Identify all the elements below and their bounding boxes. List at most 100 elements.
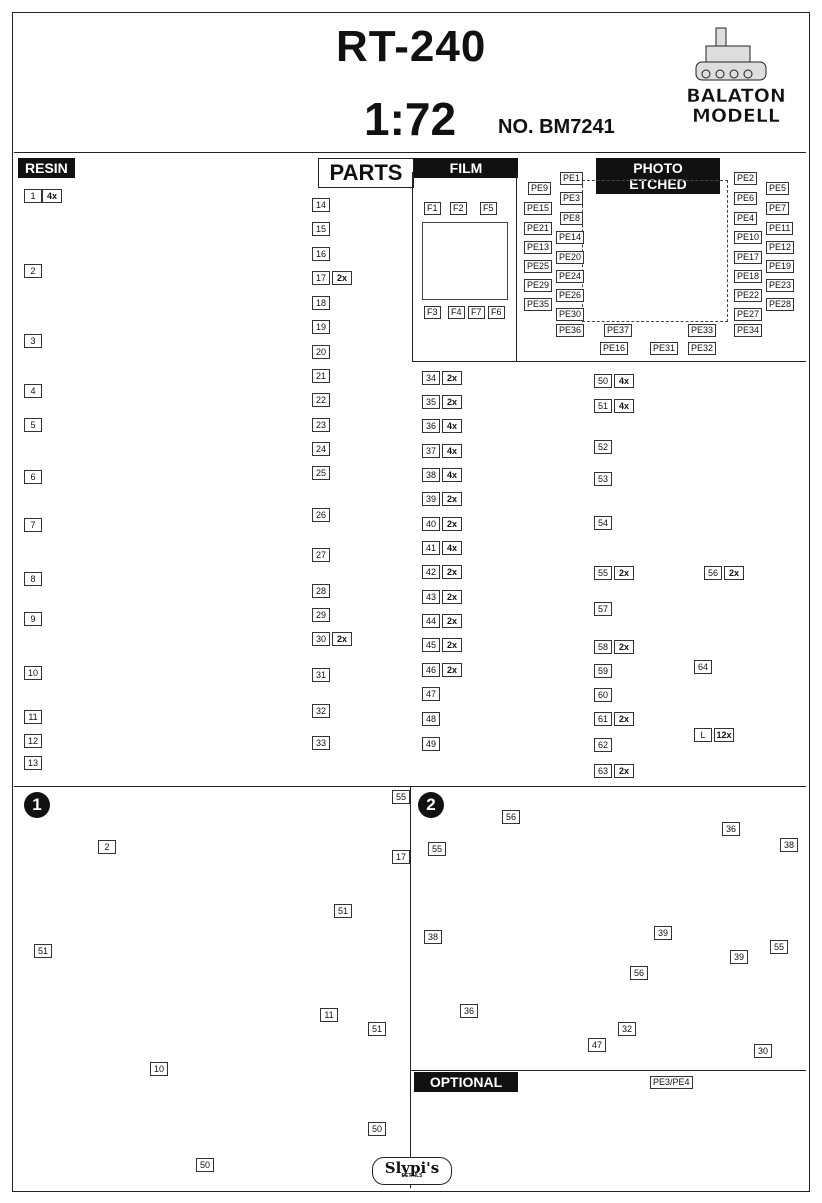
part-number-16: 16: [312, 247, 330, 261]
film-piece: [479, 273, 503, 293]
part-number-61: 61: [594, 712, 612, 726]
step1-callout-11: 11: [320, 1008, 338, 1022]
pe-pe6: PE6: [734, 192, 758, 205]
pe-pe28: PE28: [766, 298, 795, 311]
pe-pe12: PE12: [766, 241, 795, 254]
part-number-52: 52: [594, 440, 612, 454]
part-qty-55: 2x: [614, 566, 634, 580]
film-piece: [429, 231, 449, 257]
pe-pe2: PE2: [734, 172, 758, 185]
part-number-L: L: [694, 728, 712, 742]
part-number-50: 50: [594, 374, 612, 388]
film-f7: F7: [468, 306, 485, 319]
part-qty-30: 2x: [332, 632, 352, 646]
resin-heading: RESIN: [18, 158, 75, 178]
part-qty-61: 2x: [614, 712, 634, 726]
part-number-54: 54: [594, 516, 612, 530]
part-number-56: 56: [704, 566, 722, 580]
part-number-43: 43: [422, 590, 440, 604]
brand-name: BALATON MODELL: [686, 85, 786, 127]
pe-pe34: PE34: [734, 324, 763, 337]
part-number-20: 20: [312, 345, 330, 359]
film-piece: [479, 249, 503, 273]
pe-pe11: PE11: [766, 222, 794, 235]
film-piece: [455, 265, 479, 293]
product-number: NO. BM7241: [498, 116, 615, 138]
part-number-9: 9: [24, 612, 42, 626]
step-1-marker: 1: [24, 792, 50, 818]
film-f5: F5: [480, 202, 497, 215]
step2-callout-55: 55: [428, 842, 446, 856]
step1-callout-50: 50: [196, 1158, 214, 1172]
step1-callout-51: 51: [368, 1022, 386, 1036]
film-heading: FILM: [414, 158, 518, 178]
pe-pe14: PE14: [556, 231, 585, 244]
part-number-42: 42: [422, 565, 440, 579]
part-qty-44: 2x: [442, 614, 462, 628]
part-qty-1: 4x: [42, 189, 62, 203]
film-f4: F4: [448, 306, 465, 319]
part-number-49: 49: [422, 737, 440, 751]
step2-callout-39: 39: [730, 950, 748, 964]
part-qty-50: 4x: [614, 374, 634, 388]
pe-pe37: PE37: [604, 324, 633, 337]
part-number-31: 31: [312, 668, 330, 682]
part-number-22: 22: [312, 393, 330, 407]
part-number-55: 55: [594, 566, 612, 580]
film-piece: [453, 231, 473, 257]
step2-callout-47: 47: [588, 1038, 606, 1052]
part-qty-17: 2x: [332, 271, 352, 285]
pe-pe7: PE7: [766, 202, 790, 215]
step1-callout-17: 17: [392, 850, 410, 864]
pe-pe32: PE32: [688, 342, 717, 355]
footer-brand-sub: DETAILS: [401, 1173, 423, 1179]
part-number-34: 34: [422, 371, 440, 385]
part-number-24: 24: [312, 442, 330, 456]
part-number-37: 37: [422, 444, 440, 458]
part-qty-63: 2x: [614, 764, 634, 778]
part-number-28: 28: [312, 584, 330, 598]
pe-pe29: PE29: [524, 279, 553, 292]
footer-brand-name: Slypi's: [384, 1159, 440, 1177]
part-number-26: 26: [312, 508, 330, 522]
part-qty-42: 2x: [442, 565, 462, 579]
part-number-17: 17: [312, 271, 330, 285]
part-qty-38: 4x: [442, 468, 462, 482]
pe-divider: [516, 172, 517, 362]
film-f1: F1: [424, 202, 441, 215]
step1-callout-51: 51: [34, 944, 52, 958]
step1-callout-55: 55: [392, 790, 410, 804]
part-number-3: 3: [24, 334, 42, 348]
part-number-8: 8: [24, 572, 42, 586]
brand-logo: BALATON MODELL: [668, 22, 800, 140]
pe-pe13: PE13: [524, 241, 553, 254]
part-number-38: 38: [422, 468, 440, 482]
step2-callout-30: 30: [754, 1044, 772, 1058]
part-number-35: 35: [422, 395, 440, 409]
film-sheet: [422, 222, 508, 300]
part-qty-41: 4x: [442, 541, 462, 555]
part-number-29: 29: [312, 608, 330, 622]
step2-callout-56: 56: [502, 810, 520, 824]
optional-heading: OPTIONAL: [414, 1072, 518, 1092]
pe-pe10: PE10: [734, 231, 763, 244]
part-number-7: 7: [24, 518, 42, 532]
part-qty-39: 2x: [442, 492, 462, 506]
part-number-47: 47: [422, 687, 440, 701]
pe-pe22: PE22: [734, 289, 763, 302]
step2-callout-39: 39: [654, 926, 672, 940]
pe-pe4: PE4: [734, 212, 758, 225]
film-piece: [427, 265, 455, 293]
optional-separator: [410, 1070, 806, 1071]
part-number-51: 51: [594, 399, 612, 413]
part-number-12: 12: [24, 734, 42, 748]
scale-label: 1:72: [364, 93, 457, 145]
pe-pe17: PE17: [734, 251, 763, 264]
pe-pe36: PE36: [556, 324, 585, 337]
part-number-14: 14: [312, 198, 330, 212]
model-title: RT-240: [336, 22, 487, 71]
step2-callout-32: 32: [618, 1022, 636, 1036]
part-number-63: 63: [594, 764, 612, 778]
footer-brand-badge: Slypi's DETAILS: [372, 1157, 452, 1185]
part-number-4: 4: [24, 384, 42, 398]
